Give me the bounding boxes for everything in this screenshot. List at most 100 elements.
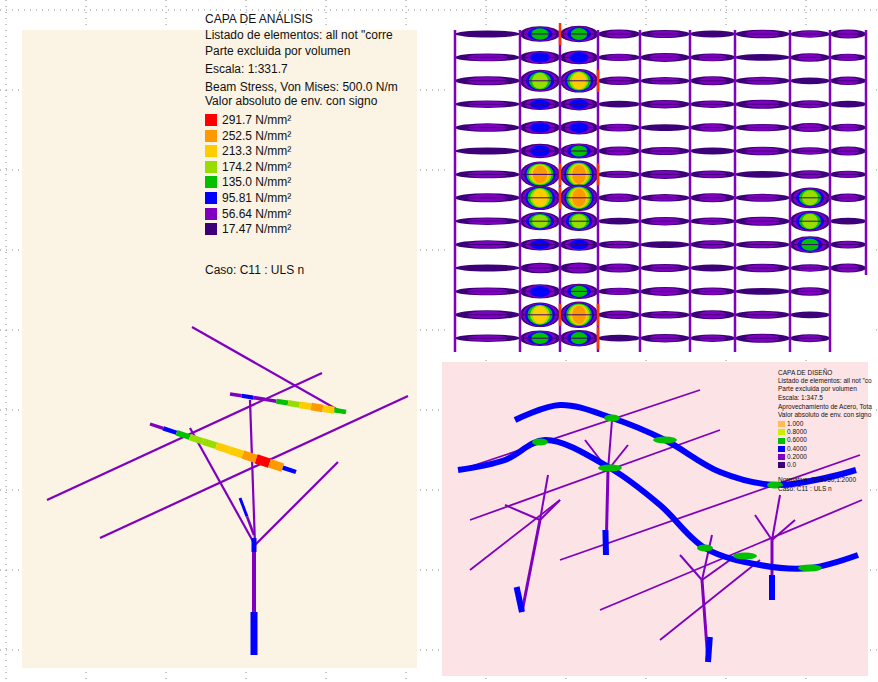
beam-axis <box>640 57 690 58</box>
stress-lens <box>640 30 690 38</box>
beam-axis <box>790 127 830 128</box>
utilisation-patch <box>653 437 677 444</box>
panel-label: Aprovechamiento de Acero, Tota <box>778 404 872 411</box>
legend-row: 252.5 N/mm² <box>205 130 291 142</box>
member-segment <box>288 403 300 405</box>
stress-lens <box>560 238 598 250</box>
legend-row: 95.81 N/mm² <box>205 192 291 204</box>
beam-axis <box>455 80 520 81</box>
stress-lens <box>830 146 866 155</box>
stress-lens <box>455 101 520 108</box>
secondary-beam <box>460 390 700 470</box>
panel-label: Listado de elementos: all not "co <box>778 378 872 385</box>
stress-lens <box>690 310 735 319</box>
plan-panel <box>448 27 872 357</box>
member-segment <box>283 468 296 472</box>
beam-axis <box>560 197 598 198</box>
stress-lens <box>640 194 690 201</box>
stress-lens <box>598 77 640 85</box>
tree-branch <box>505 505 540 520</box>
beam-axis <box>640 338 690 339</box>
member-segment <box>256 459 269 463</box>
stress-lens <box>598 335 640 342</box>
beam-axis <box>455 314 520 315</box>
stress-lens <box>455 170 520 178</box>
stress-lens <box>560 69 598 93</box>
beam-axis <box>520 80 560 81</box>
beam-axis <box>455 174 520 175</box>
stress-lens <box>640 241 690 248</box>
stress-lens <box>455 193 520 202</box>
tree-base <box>708 637 710 662</box>
member-segment <box>334 410 346 412</box>
stress-lens <box>690 218 735 225</box>
analysis-panel <box>22 30 417 668</box>
column-base <box>251 612 258 655</box>
stress-lens <box>520 185 560 210</box>
grid-line <box>6 0 7 682</box>
beam-axis <box>560 80 598 81</box>
beam-axis <box>640 34 690 35</box>
tree-column-model <box>47 327 408 655</box>
beam-axis <box>790 80 830 81</box>
member-segment <box>240 498 247 517</box>
beam-axis <box>598 221 640 222</box>
beam-axis <box>520 197 560 198</box>
beam-axis <box>735 197 790 198</box>
beam-axis <box>455 338 520 339</box>
beam-axis <box>640 221 690 222</box>
stress-lens <box>735 288 790 295</box>
beam-axis <box>520 291 560 292</box>
stress-lens <box>598 288 640 295</box>
beam-axis <box>520 314 560 315</box>
stress-lens <box>560 26 598 43</box>
stress-lens <box>598 54 640 61</box>
beam-axis <box>598 314 640 315</box>
legend-value: 0.8000 <box>787 429 807 436</box>
beam-axis <box>830 34 866 35</box>
beam-axis <box>560 244 598 245</box>
panel-label: Listado de elementos: all not "corre <box>205 29 393 41</box>
member-segment <box>323 408 335 410</box>
stress-lens <box>735 54 790 61</box>
tree-base <box>769 575 775 600</box>
beam-axis <box>640 268 690 269</box>
stress-lens <box>455 218 520 225</box>
stress-lens <box>790 287 830 295</box>
grid-beam <box>734 30 737 352</box>
beam-axis <box>560 57 598 58</box>
beam-axis <box>790 34 830 35</box>
stress-lens <box>830 77 866 85</box>
utilisation-patch <box>532 439 548 446</box>
member-segment <box>150 424 163 428</box>
stress-lens <box>735 30 790 38</box>
beam-axis <box>735 34 790 35</box>
legend-row: 213.3 N/mm² <box>205 145 291 157</box>
stress-lens <box>640 77 690 84</box>
stress-lens <box>790 264 830 271</box>
beam-axis <box>790 314 830 315</box>
tree-base <box>602 530 609 555</box>
beam-axis <box>830 221 866 222</box>
beam-axis <box>735 291 790 292</box>
beam-axis <box>560 268 598 269</box>
member-segment <box>242 396 254 398</box>
legend-swatch <box>205 192 217 204</box>
legend-swatch <box>778 429 785 435</box>
member-segment <box>230 394 242 396</box>
legend-value: 0.0 <box>787 462 796 469</box>
beam-axis <box>790 104 830 105</box>
legend-swatch <box>778 446 785 452</box>
panel-label: Parte excluida por volumen <box>205 45 350 57</box>
beam-axis <box>598 244 640 245</box>
secondary-beam <box>470 430 720 520</box>
beam-axis <box>520 174 560 175</box>
stress-lens <box>560 284 598 299</box>
legend-row: 0.2000 <box>778 454 807 461</box>
beam-axis <box>455 221 520 222</box>
beam-axis <box>560 34 598 35</box>
beam-axis <box>690 104 735 105</box>
secondary-beam <box>600 500 862 610</box>
beam-axis <box>690 174 735 175</box>
stress-lens <box>520 161 560 187</box>
